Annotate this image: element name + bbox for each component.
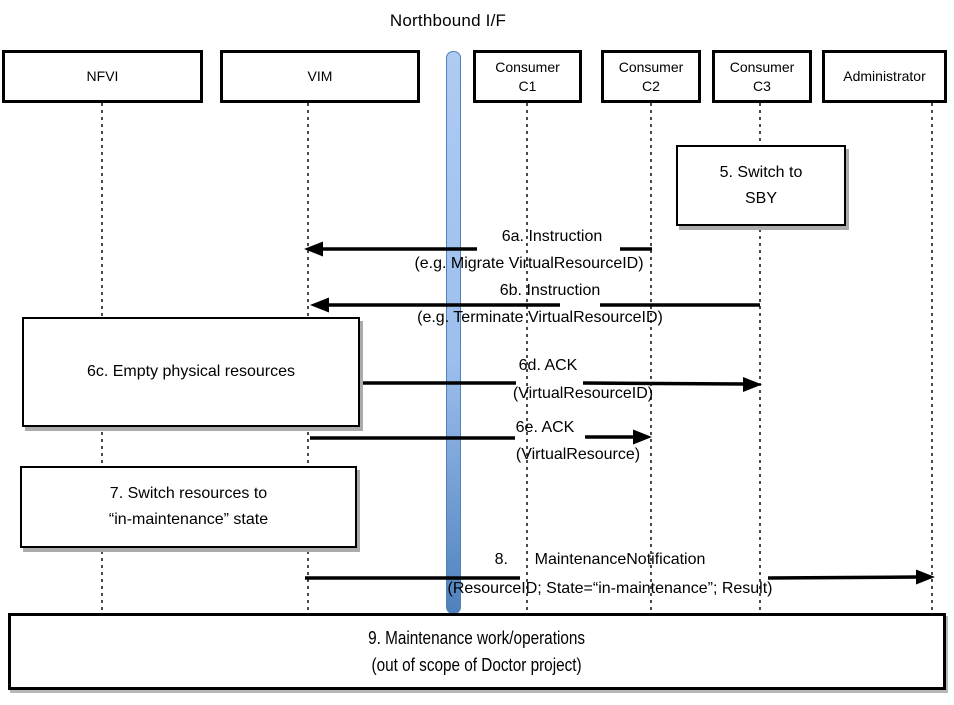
message-arrow-8 bbox=[305, 569, 935, 585]
message-arrow-6d bbox=[358, 377, 762, 392]
note-text: 9. Maintenance work/operations (out of s… bbox=[368, 627, 586, 675]
message-arrow-6a bbox=[304, 241, 652, 257]
actor-label-consumer-c3: Consumer C3 bbox=[729, 58, 795, 94]
message-6d-detail: (VirtualResourceID) bbox=[512, 385, 654, 402]
diagram-title: Northbound I/F bbox=[389, 11, 507, 30]
message-line bbox=[582, 381, 747, 386]
actor-box-consumer-c2: Consumer C2 bbox=[601, 50, 701, 103]
left-arrowhead-icon bbox=[310, 297, 329, 313]
actor-label-consumer-c1: Consumer C1 bbox=[495, 58, 560, 94]
note-text: 7. Switch resources to “in-maintenance” … bbox=[108, 485, 269, 528]
note-box-empty-physical-resources: 6c. Empty physical resources bbox=[22, 317, 360, 427]
message-6d-label: 6d. ACK bbox=[518, 357, 578, 374]
note-box-switch-resources-in-maintenance: 7. Switch resources to “in-maintenance” … bbox=[20, 466, 357, 548]
actor-label-nfvi: NFVI bbox=[86, 68, 119, 84]
message-8-detail: (ResourceID; State=“in-maintenance”; Res… bbox=[447, 580, 773, 597]
lifeline-consumer-c1 bbox=[526, 103, 528, 613]
message-arrow-6e bbox=[310, 429, 652, 445]
right-arrowhead-icon bbox=[743, 377, 762, 392]
actor-box-vim: VIM bbox=[220, 50, 420, 103]
right-arrowhead-icon bbox=[916, 569, 935, 585]
actor-box-consumer-c3: Consumer C3 bbox=[712, 50, 812, 103]
actor-box-administrator: Administrator bbox=[822, 50, 947, 103]
actor-label-vim: VIM bbox=[307, 68, 333, 84]
note-box-maintenance-work: 9. Maintenance work/operations (out of s… bbox=[8, 613, 946, 690]
lifeline-consumer-c2 bbox=[650, 103, 652, 613]
message-arrow-6b bbox=[310, 297, 760, 313]
actor-box-nfvi: NFVI bbox=[2, 50, 203, 103]
actor-label-administrator: Administrator bbox=[843, 68, 926, 84]
message-6b-detail: (e.g. Terminate VirtualResourceID) bbox=[417, 309, 663, 326]
actor-box-consumer-c1: Consumer C1 bbox=[473, 50, 582, 103]
note-text: 5. Switch to SBY bbox=[719, 163, 803, 207]
message-line bbox=[767, 575, 920, 580]
message-6a-detail: (e.g. Migrate VirtualResourceID) bbox=[414, 255, 644, 272]
left-arrowhead-icon bbox=[304, 241, 323, 257]
lifeline-consumer-c3 bbox=[759, 103, 761, 613]
message-8-label: 8. MaintenanceNotification bbox=[494, 551, 706, 568]
lifeline-administrator bbox=[931, 103, 933, 613]
message-6e-detail: (VirtualResource) bbox=[515, 446, 641, 463]
right-arrowhead-icon bbox=[633, 429, 652, 445]
note-box-switch-to-sby: 5. Switch to SBY bbox=[676, 145, 846, 226]
actor-label-consumer-c2: Consumer C2 bbox=[618, 58, 684, 94]
message-6a-label: 6a. Instruction bbox=[501, 228, 603, 245]
message-6b-label: 6b. Instruction bbox=[499, 282, 601, 299]
message-6e-label: 6e. ACK bbox=[515, 419, 575, 436]
note-text: 6c. Empty physical resources bbox=[86, 363, 296, 380]
